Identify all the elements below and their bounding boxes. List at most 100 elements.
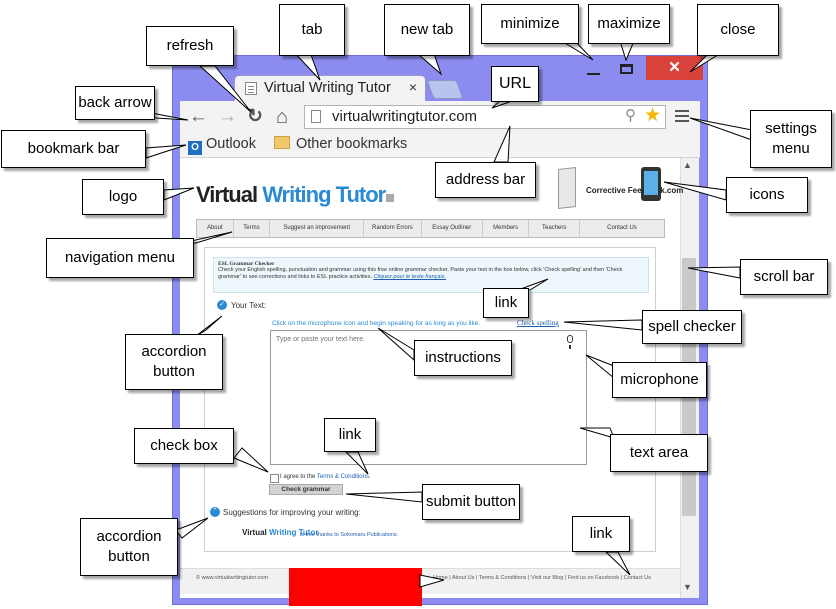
nav-item[interactable]: About [197, 220, 234, 237]
nav-item[interactable]: Teachers [529, 220, 580, 237]
page-icon [245, 82, 257, 95]
accordion-chevron-icon[interactable]: ⌃ [210, 507, 220, 517]
pointer-accordion2 [175, 517, 209, 539]
home-icon[interactable]: ⌂ [276, 106, 289, 128]
callout-instructions: instructions [414, 340, 512, 376]
nav-item[interactable]: Essay Outliner [422, 220, 483, 237]
bookmark-other[interactable]: Other bookmarks [274, 136, 407, 152]
info-box: ESL Grammar Checker Check your English s… [213, 257, 649, 293]
checker-panel [204, 247, 656, 552]
callout-back-arrow: back arrow [75, 86, 155, 120]
page-icon [311, 110, 321, 123]
pointer-address [493, 125, 511, 163]
tab-title: Virtual Writing Tutor [264, 80, 391, 96]
callout-minimize: minimize [481, 4, 579, 44]
suggestions-text: is free thanks to Sokomaru Publications. [300, 532, 399, 538]
info-title: ESL Grammar Checker [218, 261, 275, 267]
pointer-link-terms [344, 451, 369, 475]
callout-navigation-menu: navigation menu [46, 238, 194, 278]
callout-url: URL [491, 66, 539, 102]
pointer-submit [345, 491, 423, 503]
pointer-settings [689, 117, 753, 141]
folder-icon [274, 136, 290, 149]
forward-arrow-icon[interactable]: → [218, 106, 237, 127]
info-text: Check your English spelling, punctuation… [218, 267, 623, 280]
your-text-label: Your Text: [231, 301, 267, 310]
mic-instructions: Click on the microphone icon and begin s… [272, 320, 481, 327]
callout-address-bar: address bar [435, 162, 536, 198]
microphone-icon[interactable] [567, 335, 573, 349]
callout-submit-button: submit button [422, 484, 520, 520]
callout-spell-checker: spell checker [642, 310, 742, 344]
back-arrow-icon[interactable]: ← [189, 106, 208, 127]
bookmark-bar [180, 135, 700, 158]
pointer-textarea [579, 427, 615, 439]
url-text: virtualwritingtutor.com [332, 108, 478, 125]
scroll-down-icon[interactable]: ▼ [683, 582, 692, 592]
callout-refresh: refresh [146, 26, 234, 66]
pointer-instructions [377, 327, 415, 362]
pointer-bookmark [145, 144, 187, 159]
callout-microphone: microphone [612, 362, 707, 398]
pointer-logo [163, 187, 195, 201]
settings-menu-icon[interactable] [675, 110, 689, 124]
callout-close: close [697, 4, 779, 56]
callout-link-footer: link [572, 516, 630, 552]
search-icon[interactable]: ⚲ [625, 107, 636, 124]
callout-logo: logo [82, 179, 164, 215]
tab-close-icon[interactable]: × [408, 79, 417, 95]
check-grammar-button[interactable]: Check grammar [269, 484, 343, 495]
terms-link[interactable]: Terms & Conditions [316, 474, 369, 480]
scroll-up-icon[interactable]: ▲ [683, 160, 692, 170]
accordion-chevron-icon[interactable]: ✓ [217, 300, 227, 310]
nav-item[interactable]: Members [483, 220, 530, 237]
check-spelling-link[interactable]: Check spelling [517, 319, 559, 327]
phone-icon[interactable] [641, 167, 661, 201]
site-logo[interactable]: Virtual Writing Tutor [196, 182, 395, 208]
minimize-button[interactable] [580, 60, 606, 80]
nav-item[interactable]: Terms [234, 220, 271, 237]
footer-copyright: © www.virtualwritingtutor.com [196, 575, 268, 581]
address-bar[interactable]: virtualwritingtutor.com ⚲ ★ [304, 105, 666, 129]
bookmark-star-icon[interactable]: ★ [644, 105, 662, 126]
callout-accordion-button-2: accordion button [80, 518, 178, 576]
navigation-menu: About Terms Suggest an improvement Rando… [196, 219, 665, 238]
pointer-scroll [687, 266, 741, 279]
nav-item[interactable]: Random Errors [364, 220, 422, 237]
callout-icons: icons [726, 177, 808, 213]
callout-link-terms: link [324, 418, 376, 452]
suggestions-logo: Virtual Writing Tutor [242, 528, 319, 537]
pointer-redaction [419, 574, 445, 588]
callout-maximize: maximize [588, 4, 670, 44]
callout-tab: tab [279, 4, 345, 56]
pointer-link-footer [604, 551, 631, 576]
redaction-block [289, 568, 422, 606]
corrective-feedback-icon[interactable]: Corrective Feedback.com [586, 186, 684, 195]
outlook-icon: O [188, 141, 202, 155]
pointer-accordion1 [195, 315, 223, 337]
callout-scroll-bar: scroll bar [740, 259, 828, 295]
pointer-new-tab [416, 53, 443, 76]
callout-new-tab: new tab [384, 4, 470, 56]
callout-bookmark-bar: bookmark bar [1, 130, 146, 168]
agree-label: I agree to the Terms & Conditions. [280, 474, 371, 480]
callout-settings-menu: settings menu [750, 110, 832, 168]
french-link[interactable]: Cliquez pour le texte français. [373, 273, 446, 280]
callout-accordion-button-1: accordion button [125, 334, 223, 390]
pointer-tab [292, 51, 321, 81]
nav-item[interactable]: Contact Us [607, 225, 637, 231]
callout-check-box: check box [134, 428, 234, 464]
pointer-mic [585, 354, 615, 380]
callout-text-area: text area [610, 434, 708, 472]
nav-item[interactable]: Suggest an improvement [270, 220, 365, 237]
pointer-checkbox [233, 447, 269, 473]
footer-links[interactable]: Home | About Us | Terms & Conditions | V… [433, 575, 651, 581]
pointer-icons [663, 181, 727, 201]
pointer-refresh [198, 65, 252, 113]
maximize-button[interactable] [612, 60, 642, 80]
browser-tab[interactable]: Virtual Writing Tutor × [234, 75, 426, 102]
text-area[interactable] [270, 330, 587, 465]
callout-link-info: link [483, 288, 529, 318]
agree-checkbox[interactable] [270, 474, 279, 483]
